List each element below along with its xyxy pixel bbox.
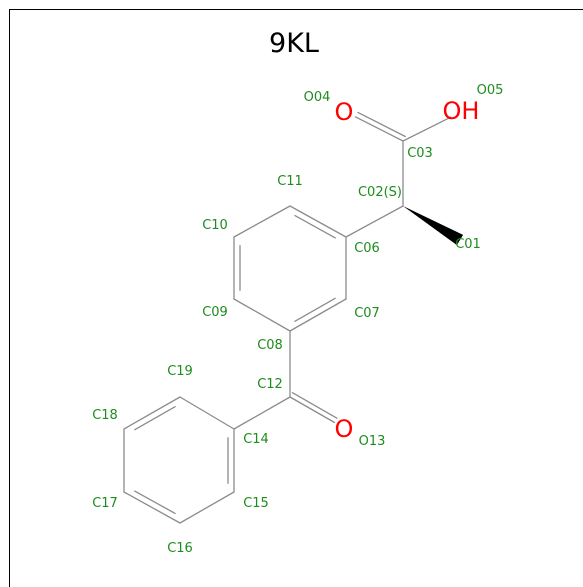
bond-line-inner — [134, 406, 176, 431]
bond-c14-c15 — [227, 428, 235, 493]
atom-label-c08: C08 — [257, 338, 283, 353]
bond-c18-c19 — [123, 396, 181, 431]
bonds-layer — [123, 111, 464, 524]
bond-c19-c14 — [179, 396, 235, 430]
element-symbol-o04: O — [335, 98, 354, 126]
bond-line — [233, 396, 291, 430]
bond-c06-c11 — [289, 205, 347, 239]
bond-line — [289, 396, 336, 424]
bond-c08-c07 — [289, 297, 347, 332]
element-symbols-layer: O OH O — [335, 97, 480, 443]
atom-label-c18: C18 — [92, 408, 118, 423]
bond-c03-o04 — [354, 111, 406, 142]
element-symbol-o05: OH — [443, 97, 480, 125]
atom-label-c01: C01 — [455, 237, 481, 252]
bond-line — [179, 491, 235, 524]
atom-label-c09: C09 — [202, 305, 228, 320]
bond-line — [345, 205, 404, 238]
bond-line-inner — [294, 297, 336, 322]
atom-label-c17: C17 — [92, 496, 118, 511]
bond-line — [289, 205, 347, 238]
atom-label-c15: C15 — [243, 496, 269, 511]
atom-label-c12: C12 — [257, 377, 283, 392]
atom-label-c16: C16 — [167, 541, 193, 556]
bond-c11-c10 — [233, 205, 291, 238]
diagram-frame — [9, 9, 583, 587]
bond-c16-c17 — [123, 490, 181, 524]
bond-c12-c14 — [233, 396, 291, 430]
bond-line — [289, 298, 347, 332]
atom-label-c06: C06 — [354, 241, 380, 256]
bond-line-double — [357, 111, 406, 138]
atom-label-o05: O05 — [477, 83, 504, 98]
molecule-title: 9KL — [269, 28, 319, 59]
bond-line-double — [291, 392, 338, 419]
bond-line-inner — [294, 214, 336, 239]
bond-line — [233, 205, 291, 238]
bond-line-inner — [134, 490, 176, 515]
bond-c02-c06 — [345, 205, 404, 238]
bond-c03-o05 — [402, 116, 452, 142]
atom-label-c11: C11 — [277, 174, 303, 189]
bond-c12-o13 — [289, 392, 338, 424]
atom-label-c02: C02(S) — [358, 185, 402, 200]
atom-label-c10: C10 — [202, 218, 228, 233]
bond-line — [123, 491, 181, 524]
atom-label-o13: O13 — [359, 434, 386, 449]
atom-label-c07: C07 — [354, 306, 380, 321]
atom-label-o04: O04 — [304, 90, 331, 105]
atom-label-c03: C03 — [407, 146, 433, 161]
atom-label-c19: C19 — [167, 364, 193, 379]
bond-line — [179, 396, 235, 430]
bond-c15-c16 — [179, 491, 235, 524]
bond-line — [123, 396, 181, 430]
bond-line — [354, 116, 404, 142]
element-symbol-o13: O — [335, 415, 354, 443]
bond-c02-c01 — [403, 206, 464, 246]
bond-line — [402, 116, 452, 142]
atom-label-c14: C14 — [243, 432, 269, 447]
bond-line — [233, 298, 291, 332]
bond-c09-c08 — [233, 298, 291, 332]
wedge-bond — [403, 206, 464, 246]
bond-c10-c09 — [233, 236, 241, 300]
